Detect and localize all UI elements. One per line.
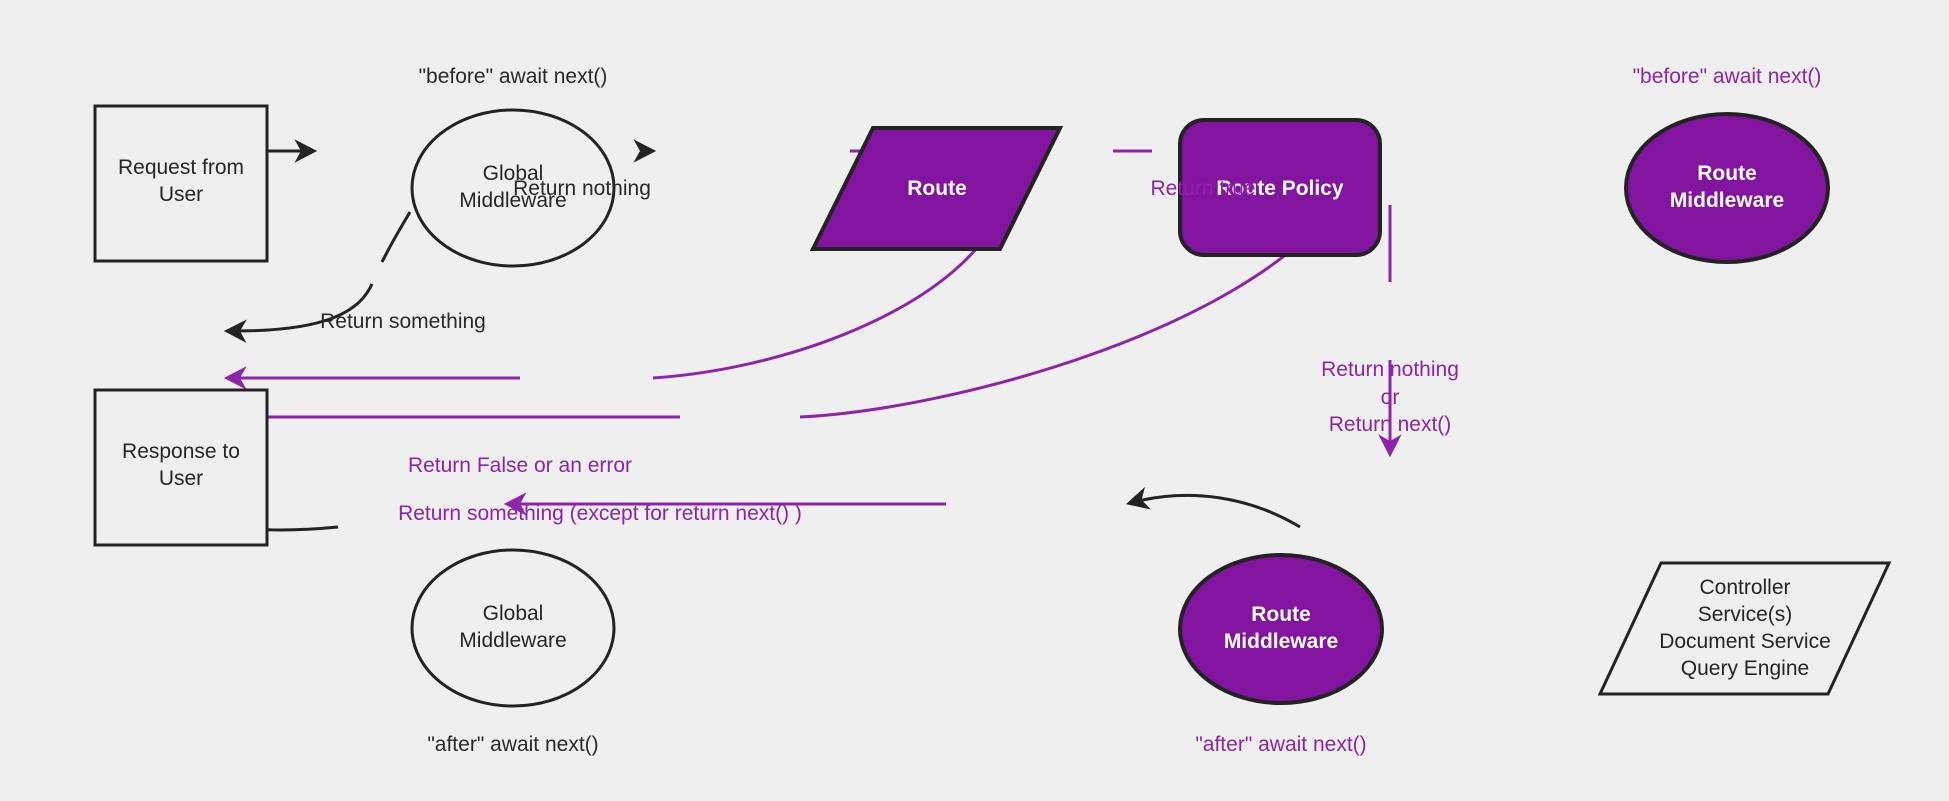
node-request-from-user[interactable] xyxy=(93,104,269,263)
node-route-policy[interactable] xyxy=(1178,118,1382,257)
edge-label-return-something-except-next: Return something (except for return next… xyxy=(398,502,802,525)
edge-label-return-something: Return something xyxy=(320,310,486,333)
node-global-middleware-before[interactable] xyxy=(410,108,616,268)
node-response-to-user[interactable] xyxy=(93,388,269,547)
annotation-after-global: "after" await next() xyxy=(427,733,599,756)
edge-global-to-response xyxy=(223,211,412,343)
edge-label-return-nothing-or-next: Return nothing or Return next() xyxy=(1321,358,1459,437)
node-route-middleware-after[interactable] xyxy=(1178,553,1384,705)
annotation-before-route-middleware: "before" await next() xyxy=(1632,65,1822,88)
node-route-middleware-before[interactable] xyxy=(1624,112,1830,264)
edge-label-return-false-or-error: Return False or an error xyxy=(407,454,633,477)
annotation-after-route-middleware: "after" await next() xyxy=(1195,733,1367,756)
annotation-before-global: "before" await next() xyxy=(418,65,608,88)
edge-label-return-true: Return true xyxy=(1150,177,1256,200)
node-global-middleware-after[interactable] xyxy=(410,548,616,708)
node-route[interactable] xyxy=(809,126,1064,251)
edge-controller-to-route-mw-after xyxy=(1125,486,1301,529)
edge-label-return-nothing: Return nothing xyxy=(513,177,651,200)
node-controller-stack[interactable] xyxy=(1597,561,1892,696)
